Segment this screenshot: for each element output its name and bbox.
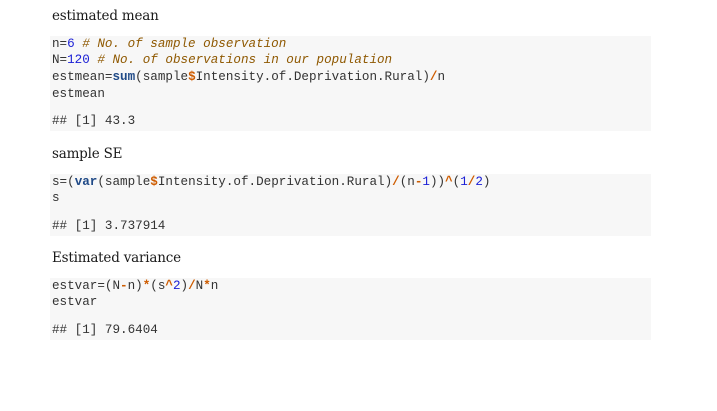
- code-line: s: [50, 190, 651, 207]
- code-token-plain: n=: [52, 36, 68, 51]
- code-token-plain: N=: [52, 53, 68, 68]
- code-token-op: -: [120, 278, 128, 293]
- code-token-plain: n): [127, 278, 143, 293]
- code-token-plain: )): [429, 174, 446, 189]
- code-token-plain: ): [482, 174, 491, 189]
- code-token-op: /: [392, 174, 400, 189]
- code-output: ## [1] 3.737914: [52, 218, 166, 233]
- code-token-op: $: [188, 69, 196, 84]
- code-token-plain: (sample: [97, 174, 151, 189]
- code-token-plain: (sample: [135, 69, 189, 84]
- code-token-plain: estmean=: [52, 69, 113, 84]
- code-token-op: ^: [445, 174, 453, 189]
- code-token-num: 2: [172, 278, 181, 293]
- code-token-plain: n: [210, 278, 219, 293]
- code-token-plain: estvar=(N: [52, 278, 121, 293]
- code-token-op: -: [414, 174, 423, 189]
- code-line: estmean=sum(sample$Intensity.of.Deprivat…: [50, 69, 651, 86]
- code-token-op: *: [142, 278, 151, 293]
- code-source: s=(var(sample$Intensity.of.Deprivation.R…: [50, 174, 651, 207]
- code-token-num: 2: [475, 174, 483, 189]
- code-output: ## [1] 79.6404: [52, 322, 158, 337]
- code-token-op: ^: [165, 278, 173, 293]
- code-block-sample-se: s=(var(sample$Intensity.of.Deprivation.R…: [50, 174, 651, 236]
- code-token-op: /: [467, 174, 476, 189]
- code-token-plain: estmean: [52, 86, 105, 101]
- code-line: estvar: [50, 294, 651, 311]
- code-token-plain: (s: [150, 278, 166, 293]
- code-token-op: /: [429, 69, 438, 84]
- code-line: estvar=(N-n)*(s^2)/N*n: [50, 278, 651, 295]
- code-token-plain: ): [180, 278, 189, 293]
- code-token-plain: n: [437, 69, 446, 84]
- code-line: s=(var(sample$Intensity.of.Deprivation.R…: [50, 174, 651, 191]
- code-token-plain: (n: [399, 174, 415, 189]
- code-token-op: $: [150, 174, 158, 189]
- code-token-fn: var: [74, 174, 98, 189]
- code-token-num: 1: [460, 174, 468, 189]
- code-output: ## [1] 43.3: [52, 114, 136, 129]
- code-token-fn: sum: [112, 69, 136, 84]
- code-token-comment: # No. of observations in our population: [97, 53, 393, 68]
- section-heading-sample-se: sample SE: [52, 146, 123, 162]
- code-token-op: *: [203, 278, 211, 293]
- code-token-plain: Intensity.of.Deprivation.Rural): [195, 69, 430, 84]
- code-token-plain: N: [195, 278, 204, 293]
- code-token-plain: estvar: [52, 295, 98, 310]
- code-line: n=6 # No. of sample observation: [50, 36, 651, 53]
- code-token-plain: Intensity.of.Deprivation.Rural): [157, 174, 393, 189]
- section-heading-estimated-variance: Estimated variance: [52, 250, 181, 266]
- code-token-comment: # No. of sample observation: [82, 36, 287, 51]
- code-line: N=120 # No. of observations in our popul…: [50, 52, 651, 69]
- code-token-plain: (: [452, 174, 461, 189]
- code-token-num: 1: [422, 174, 430, 189]
- code-token-num: 120: [67, 53, 90, 68]
- code-line: estmean: [50, 86, 651, 103]
- section-heading-estimated-mean: estimated mean: [52, 8, 159, 24]
- code-token-num: 6: [67, 36, 75, 51]
- code-token-plain: s=(: [52, 174, 75, 189]
- code-token-plain: s: [52, 191, 60, 206]
- code-token-op: /: [188, 278, 196, 293]
